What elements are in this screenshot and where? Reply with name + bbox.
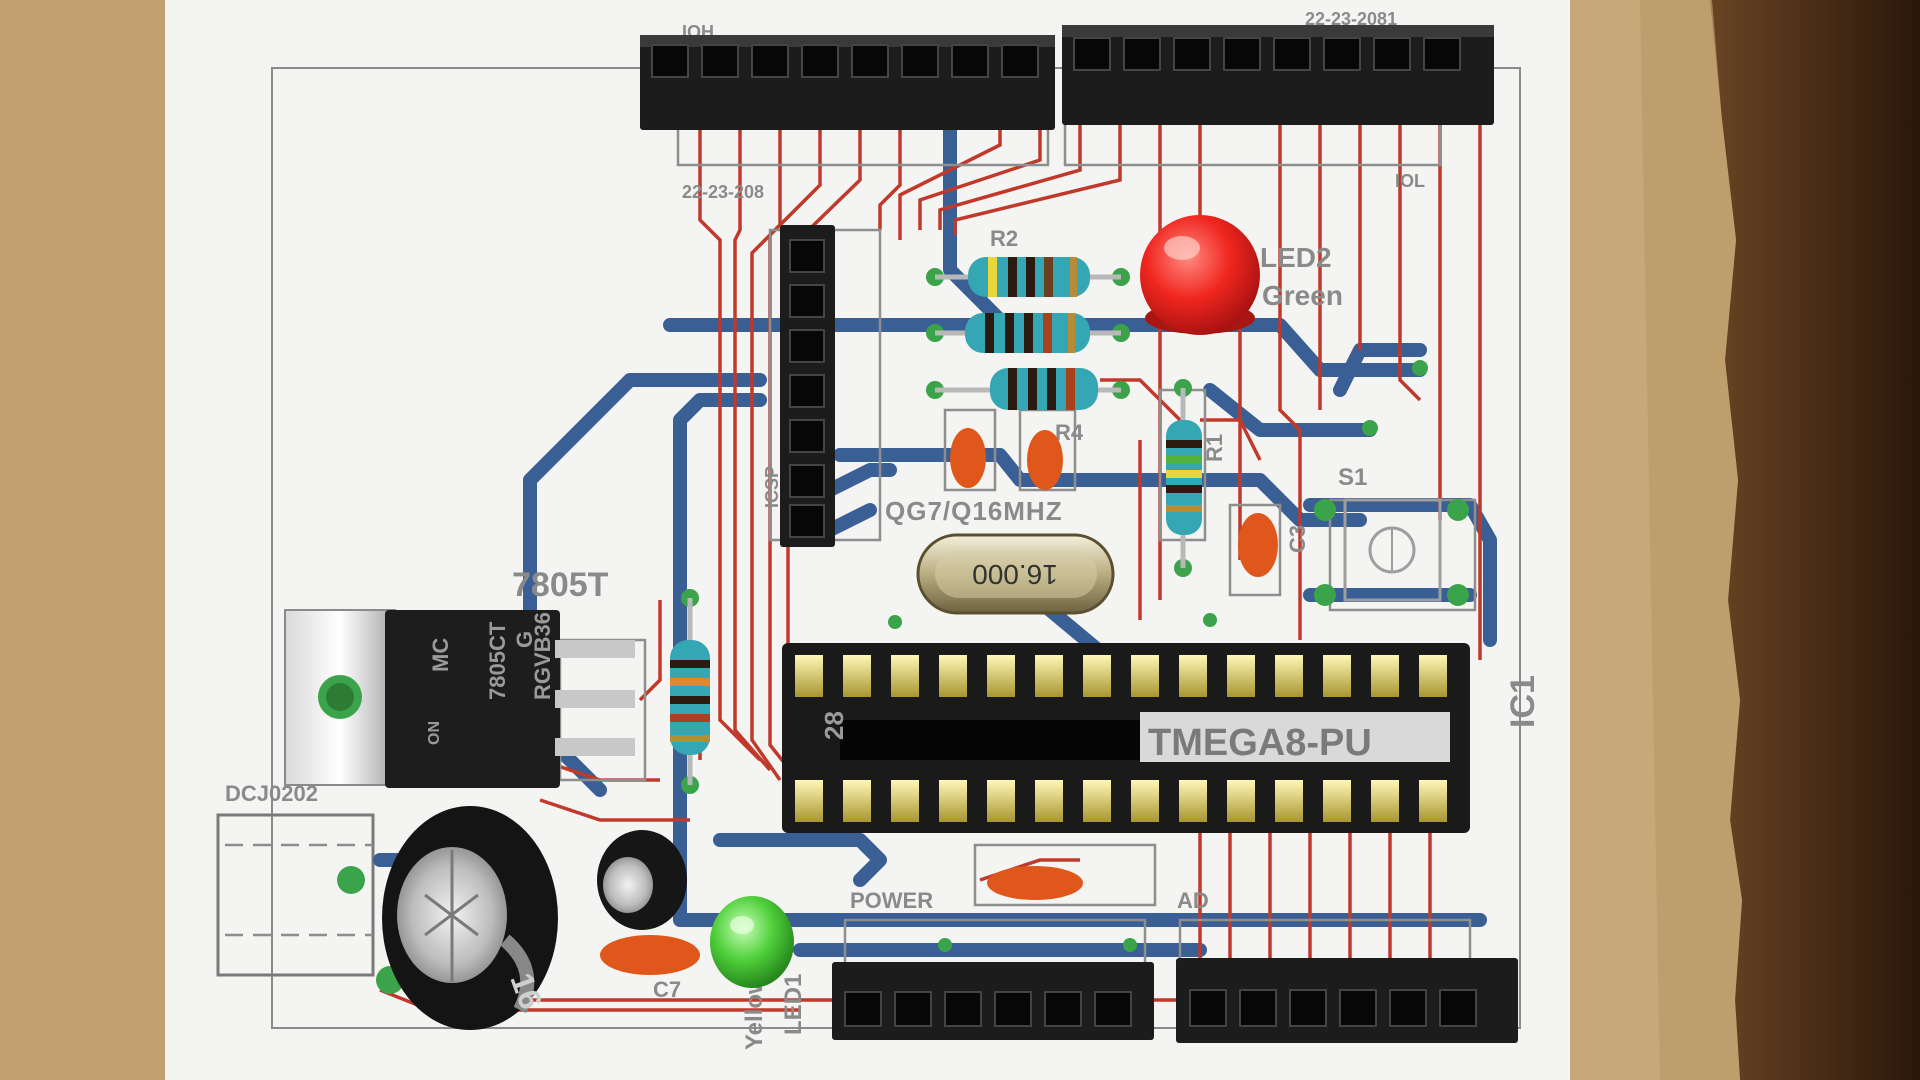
label-led2-name: LED2 — [1260, 242, 1332, 273]
regulator-marking-mc: MC — [428, 638, 453, 672]
ceramic-capacitors — [600, 428, 1278, 975]
cardboard-fibers — [1640, 0, 1742, 1080]
led1-green — [710, 896, 794, 988]
regulator-marking-g: G — [512, 631, 537, 648]
mcu-pin-label: 28 — [819, 711, 849, 740]
capacitor-c7 — [600, 935, 700, 975]
label-icsp: ICSP — [762, 466, 782, 508]
capacitor-c4 — [1027, 430, 1063, 490]
mcu-part-label: TMEGA8-PU — [1148, 722, 1372, 764]
header-power — [832, 962, 1154, 1040]
label-ic1: IC1 — [1504, 675, 1542, 728]
label-crystal-spec: QG7/Q16MHZ — [885, 496, 1063, 526]
header-analog — [1176, 958, 1518, 1043]
dc-jack-outline — [216, 813, 375, 977]
label-s1: S1 — [1338, 464, 1367, 491]
resistor-3 — [935, 313, 1121, 353]
resistor-regulator — [670, 598, 710, 785]
header-iol — [1062, 25, 1494, 125]
label-ioh-date: 22-23-2081 — [1305, 9, 1397, 29]
cardboard-torn-edge — [1710, 0, 1920, 1080]
capacitor-c5 — [987, 866, 1083, 900]
socket-pins-top — [795, 655, 1447, 697]
label-r4: R4 — [1055, 420, 1084, 445]
label-led1-name: LED1 — [780, 974, 807, 1035]
label-regulator: 7805T — [512, 566, 609, 604]
label-r2: R2 — [990, 226, 1018, 251]
electrolytic-cap-small — [597, 830, 687, 930]
label-led2-color: Green — [1262, 280, 1343, 311]
mcu-socket-atmega8: 28 TMEGA8-PU — [782, 643, 1470, 833]
electrolytic-cap-large: 16 — [382, 806, 558, 1030]
label-ioh-date-lower: 22-23-208 — [682, 182, 764, 202]
capacitor-c2 — [950, 428, 986, 488]
label-r1: R1 — [1202, 434, 1227, 462]
resistor-r2 — [935, 257, 1121, 297]
icsp-header — [780, 225, 835, 547]
solder-pads — [337, 268, 1469, 994]
capacitor-c3 — [1238, 513, 1278, 577]
label-c3: C3 — [1285, 525, 1310, 553]
regulator-marking-part: 7805CT — [485, 621, 510, 700]
header-ioh — [640, 35, 1055, 130]
regulator-marking-lot: RGVB36 — [530, 612, 555, 700]
crystal-marking: 16.000 — [972, 559, 1058, 590]
label-ad: AD — [1177, 888, 1209, 913]
socket-pins-bottom — [795, 780, 1447, 822]
label-power: POWER — [850, 888, 933, 913]
switch-s1 — [1343, 498, 1442, 602]
led2-red — [1140, 215, 1260, 335]
regulator-brand-logo: ON — [426, 721, 443, 745]
label-c7: C7 — [653, 977, 681, 1002]
resistor-r1 — [1166, 388, 1202, 568]
label-iol: IOL — [1395, 171, 1425, 191]
voltage-regulator-7805: MC 7805CT RGVB36 G ON — [284, 609, 635, 788]
crystal-16mhz: 16.000 — [916, 533, 1115, 615]
resistor-r4 — [935, 368, 1121, 410]
